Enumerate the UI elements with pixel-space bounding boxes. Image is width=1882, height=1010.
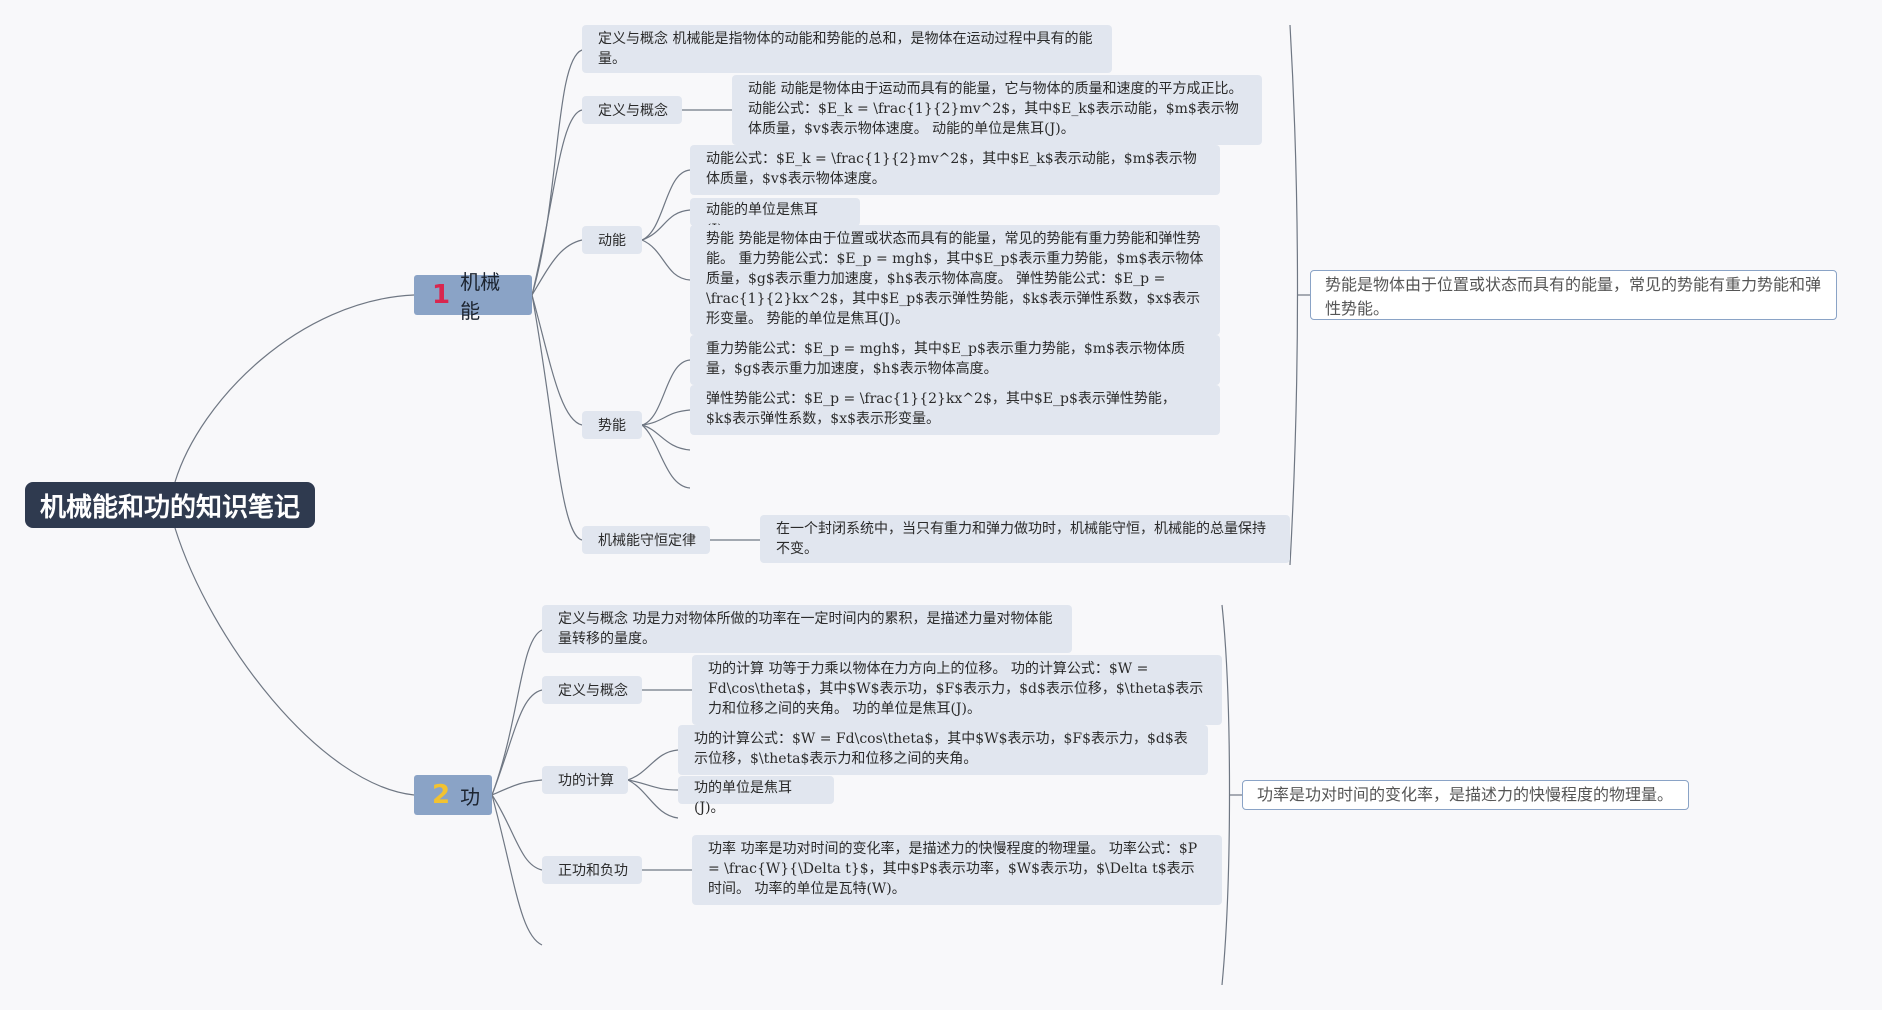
link-pot-4 <box>641 424 691 489</box>
branch-mechanical-energy[interactable]: 1 机械能 <box>414 270 532 323</box>
sub-label: 动能 <box>598 233 626 249</box>
summary-branch2[interactable]: 功率是功对时间的变化率，是描述力的快慢程度的物理量。 <box>1242 780 1689 810</box>
summary-branch1[interactable]: 势能是物体由于位置或状态而具有的能量，常见的势能有重力势能和弹性势能。 <box>1310 270 1837 320</box>
leaf-text: 重力势能公式：$E_p = mgh$，其中$E_p$表示重力势能，$m$表示物体… <box>706 341 1185 377</box>
link-b2-sign <box>491 794 543 871</box>
leaf-text: 弹性势能公式：$E_p = \frac{1}{2}kx^2$，其中$E_p$表示… <box>706 391 1176 427</box>
leaf-text: 定义与概念 功是力对物体所做的功率在一定时间内的累积，是描述力量对物体能量转移的… <box>558 611 1053 647</box>
leaf-text: 在一个封闭系统中，当只有重力和弹力做功时，机械能守恒，机械能的总量保持不变。 <box>776 521 1266 557</box>
root-topic[interactable]: 机械能和功的知识笔记 <box>25 482 315 528</box>
sub-label: 机械能守恒定律 <box>598 533 696 549</box>
link-pot-2 <box>641 409 691 426</box>
link-b1-kinetic <box>531 239 583 296</box>
leaf-text: 动能公式：$E_k = \frac{1}{2}mv^2$，其中$E_k$表示动能… <box>706 151 1197 187</box>
sub-label: 正功和负功 <box>558 863 628 879</box>
leaf-text: 功的计算公式：$W = Fd\cos\theta$，其中$W$表示功，$F$表示… <box>694 731 1188 767</box>
link-b2-def <box>491 689 543 796</box>
summary-text: 功率是功对时间的变化率，是描述力的快慢程度的物理量。 <box>1257 785 1674 804</box>
leaf-b1-definition[interactable]: 动能 动能是物体由于运动而具有的能量，它与物体的质量和速度的平方成正比。 动能公… <box>732 75 1262 145</box>
leaf-text: 功的计算 功等于力乘以物体在力方向上的位移。 功的计算公式：$W = Fd\co… <box>708 661 1204 717</box>
sub-b1-definition[interactable]: 定义与概念 <box>582 96 682 124</box>
leaf-kinetic-formula[interactable]: 动能公式：$E_k = \frac{1}{2}mv^2$，其中$E_k$表示动能… <box>690 145 1220 195</box>
branch-label: 功 <box>460 784 481 809</box>
leaf-text: 势能 势能是物体由于位置或状态而具有的能量，常见的势能有重力势能和弹性势能。 重… <box>706 231 1204 327</box>
leaf-text: 功率 功率是功对时间的变化率，是描述力的快慢程度的物理量。 功率公式：$P = … <box>708 841 1198 897</box>
sub-work-calculation[interactable]: 功的计算 <box>542 766 628 794</box>
leaf-text: 定义与概念 机械能是指物体的动能和势能的总和，是物体在运动过程中具有的能量。 <box>598 31 1093 67</box>
leaf-text: 功的单位是焦耳(J)。 <box>694 780 792 816</box>
link-b1-intro <box>531 49 583 296</box>
sub-kinetic-energy[interactable]: 动能 <box>582 226 642 254</box>
summary-bracket-1 <box>1289 24 1299 566</box>
root-topic-label: 机械能和功的知识笔记 <box>39 492 300 523</box>
leaf-power[interactable]: 功率 功率是功对时间的变化率，是描述力的快慢程度的物理量。 功率公式：$P = … <box>692 835 1222 905</box>
leaf-b1-intro[interactable]: 定义与概念 机械能是指物体的动能和势能的总和，是物体在运动过程中具有的能量。 <box>582 25 1112 73</box>
leaf-conservation-law[interactable]: 在一个封闭系统中，当只有重力和弹力做功时，机械能守恒，机械能的总量保持不变。 <box>760 515 1290 563</box>
sub-label: 势能 <box>598 418 626 434</box>
link-kin-2 <box>641 209 691 241</box>
leaf-gravitational-potential[interactable]: 重力势能公式：$E_p = mgh$，其中$E_p$表示重力势能，$m$表示物体… <box>690 335 1220 385</box>
link-kin-1 <box>641 169 691 241</box>
link-pot-3 <box>641 424 691 451</box>
leaf-work-unit[interactable]: 功的单位是焦耳(J)。 <box>678 776 834 816</box>
link-root-branch1 <box>174 294 415 483</box>
link-calc-3 <box>627 779 679 819</box>
leaf-kinetic-unit[interactable]: 动能的单位是焦耳(J)。 <box>690 198 860 238</box>
branch-label: 机械能 <box>460 270 501 323</box>
link-calc-2 <box>627 779 679 791</box>
link-pot-1 <box>641 359 691 426</box>
leaf-text: 动能 动能是物体由于运动而具有的能量，它与物体的质量和速度的平方成正比。 动能公… <box>748 81 1243 137</box>
link-b1-conserv <box>531 294 583 541</box>
sub-potential-energy[interactable]: 势能 <box>582 411 642 439</box>
sub-positive-negative-work[interactable]: 正功和负功 <box>542 856 642 884</box>
link-b1-potential <box>531 294 583 426</box>
leaf-elastic-potential[interactable]: 弹性势能公式：$E_p = \frac{1}{2}kx^2$，其中$E_p$表示… <box>690 385 1220 435</box>
link-root-branch2 <box>174 527 415 796</box>
branch-work[interactable]: 2 功 <box>414 775 492 815</box>
leaf-potential-overview[interactable]: 势能 势能是物体由于位置或状态而具有的能量，常见的势能有重力势能和弹性势能。 重… <box>690 225 1220 335</box>
summary-bracket-2 <box>1221 604 1231 986</box>
leaf-b2-definition[interactable]: 功的计算 功等于力乘以物体在力方向上的位移。 功的计算公式：$W = Fd\co… <box>692 655 1222 725</box>
link-kin-3 <box>641 239 691 281</box>
sub-conservation-law[interactable]: 机械能守恒定律 <box>582 526 710 554</box>
link-b2-intro <box>491 629 543 796</box>
sub-label: 定义与概念 <box>558 683 628 699</box>
link-b1-def <box>531 109 583 296</box>
summary-text: 势能是物体由于位置或状态而具有的能量，常见的势能有重力势能和弹性势能。 <box>1325 275 1822 318</box>
sub-b2-definition[interactable]: 定义与概念 <box>542 676 642 704</box>
link-b2-empty <box>491 794 543 946</box>
leaf-b2-intro[interactable]: 定义与概念 功是力对物体所做的功率在一定时间内的累积，是描述力量对物体能量转移的… <box>542 605 1072 653</box>
sub-label: 功的计算 <box>558 773 614 789</box>
number-one-icon: 1 <box>432 280 451 310</box>
number-two-icon: 2 <box>432 780 451 810</box>
link-calc-1 <box>627 749 679 781</box>
link-b2-calc <box>491 779 543 796</box>
leaf-work-formula[interactable]: 功的计算公式：$W = Fd\cos\theta$，其中$W$表示功，$F$表示… <box>678 725 1208 775</box>
sub-label: 定义与概念 <box>598 103 668 119</box>
